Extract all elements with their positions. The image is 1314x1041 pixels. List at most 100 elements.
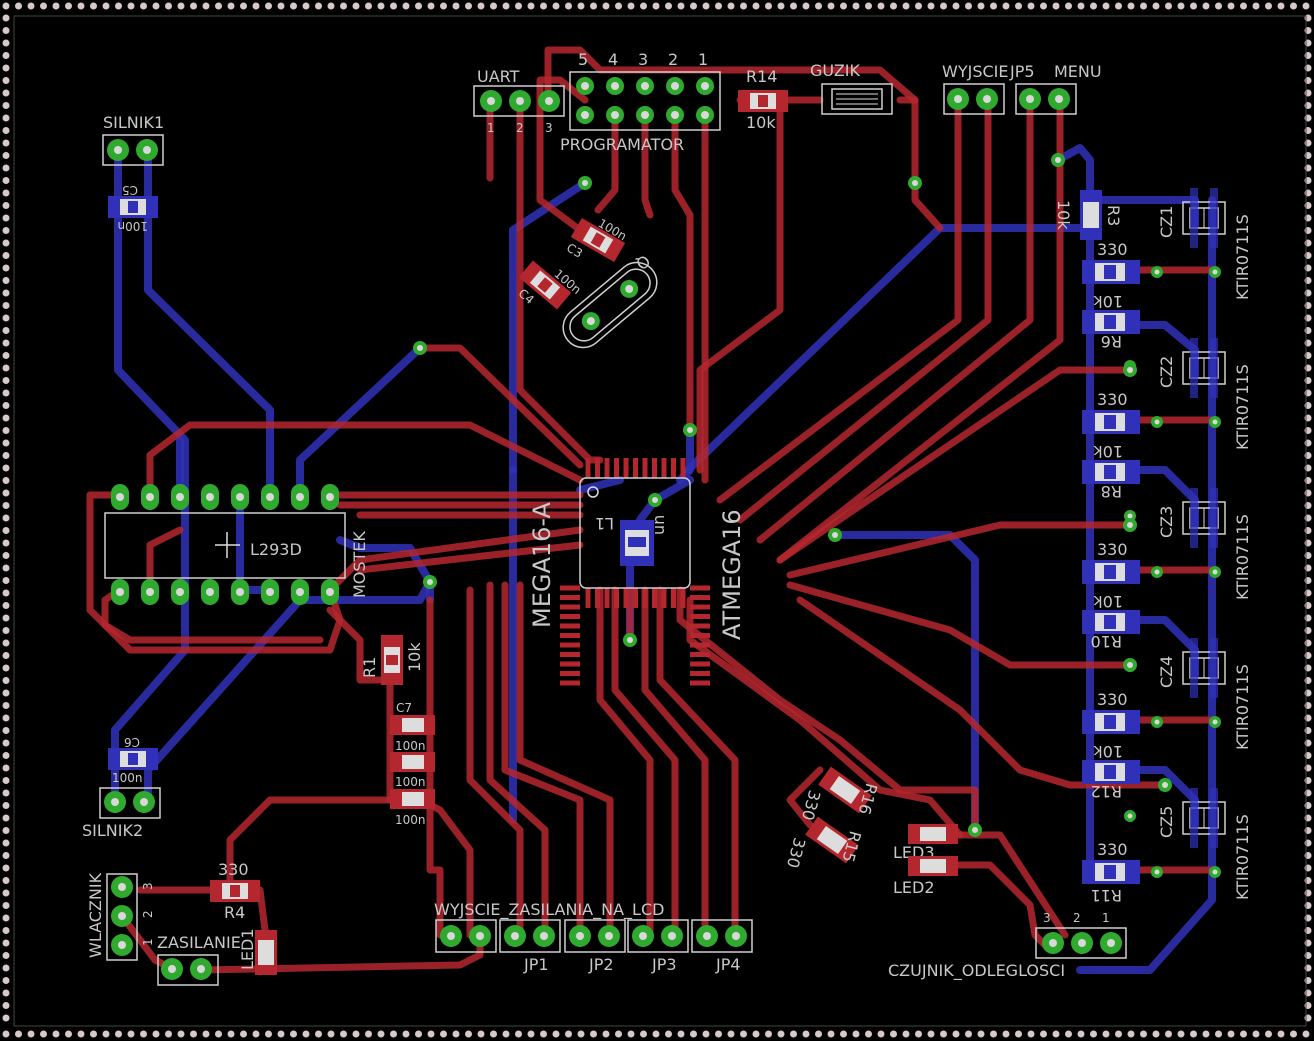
led1: LED1 bbox=[238, 928, 277, 975]
silnik1-connector: SILNIK1 bbox=[102, 113, 164, 166]
r1-resistor: R1 10k bbox=[360, 635, 424, 685]
r-sensor-label-1: R6 bbox=[1101, 332, 1122, 351]
wyjscie-zasilania-label: WYJSCIE_ZASILANIA_NA_LCD bbox=[434, 900, 664, 920]
r-sensor-label-4: R12 bbox=[1091, 782, 1122, 801]
cz5-label: CZ5 bbox=[1157, 806, 1176, 838]
c3-label: C3 bbox=[564, 241, 585, 261]
r10k-value-2: 10k bbox=[1093, 442, 1123, 461]
jp1-label: JP1 bbox=[523, 955, 549, 974]
wlacznik-pin-2: 2 bbox=[141, 910, 155, 918]
r1-value: 10k bbox=[405, 642, 424, 672]
c7-value-2: 100n bbox=[395, 775, 426, 789]
uart-label: UART bbox=[477, 67, 520, 86]
jp3-label: JP3 bbox=[651, 955, 677, 974]
r4-label: R4 bbox=[224, 903, 245, 922]
menu-label: MENU bbox=[1054, 62, 1102, 81]
r15-value: 330 bbox=[783, 836, 809, 870]
c3-capacitor: C3 100n bbox=[564, 216, 629, 263]
c7-value-3: 100n bbox=[395, 813, 426, 827]
r330-value-1: 330 bbox=[1097, 240, 1128, 259]
guzik-label: GUZIK bbox=[810, 61, 861, 80]
zasilanie-connector: ZASILANIE bbox=[157, 933, 241, 986]
czujnik-pin-3: 3 bbox=[1043, 911, 1051, 925]
czujnik-label: CZUJNIK_ODLEGLOSCI bbox=[888, 961, 1065, 981]
r330-value-2: 330 bbox=[1097, 390, 1128, 409]
l1-label: L1 bbox=[595, 514, 614, 533]
c6-capacitor: C6 100n bbox=[108, 735, 158, 785]
cz4-label: CZ4 bbox=[1157, 656, 1176, 688]
prog-pin-4: 4 bbox=[608, 50, 618, 69]
wlacznik-switch: WLACZNIK 3 2 1 bbox=[86, 872, 155, 961]
r10k-value-4: 10k bbox=[1093, 742, 1123, 761]
c5-label: C5 bbox=[122, 183, 138, 197]
r-sensor-label-3: R10 bbox=[1091, 632, 1122, 651]
c5-capacitor: C5 100n bbox=[108, 183, 158, 233]
silnik2-connector: SILNIK2 bbox=[82, 787, 161, 840]
bottom-traces bbox=[111, 144, 1216, 974]
q-label: Q bbox=[632, 251, 654, 274]
prog-pin-2: 2 bbox=[668, 50, 678, 69]
ktir-label-4: KTIR0711S bbox=[1233, 664, 1252, 750]
r3-resistor: 10k R3 bbox=[1054, 190, 1123, 240]
silnik1-label: SILNIK1 bbox=[103, 113, 164, 132]
ktir-label-2: KTIR0711S bbox=[1233, 364, 1252, 450]
c7-capacitors: C7 100n 100n 100n bbox=[390, 701, 435, 827]
c6-value: 100n bbox=[112, 771, 143, 785]
r1-label: R1 bbox=[360, 657, 379, 678]
r11-label: R11 bbox=[1091, 886, 1122, 905]
guzik-button: GUZIK bbox=[810, 61, 893, 115]
r14-label: R14 bbox=[746, 67, 777, 86]
l293d-chip: L293D MOSTEK bbox=[104, 484, 369, 605]
top-traces bbox=[86, 46, 1219, 974]
r3-label: R3 bbox=[1104, 205, 1123, 226]
l293d-label: L293D bbox=[250, 540, 302, 559]
c7-value-1: 100n bbox=[395, 739, 426, 753]
menu-connector: JP5 MENU bbox=[1009, 62, 1102, 115]
prog-pin-1: 1 bbox=[698, 50, 708, 69]
r14-resistor: R14 10k bbox=[738, 67, 788, 132]
cz2-label: CZ2 bbox=[1157, 356, 1176, 388]
r330-value-3: 330 bbox=[1097, 540, 1128, 559]
c7-label: C7 bbox=[396, 701, 412, 715]
l1-inductor: L1 un bbox=[595, 514, 668, 566]
czujnik-pin-2: 2 bbox=[1073, 911, 1081, 925]
programator-connector: 5 4 3 2 1 PROGRAMATOR bbox=[560, 50, 721, 154]
jp5-label: JP5 bbox=[1009, 62, 1035, 81]
ktir-label-5: KTIR0711S bbox=[1233, 814, 1252, 900]
ktir-label-1: KTIR0711S bbox=[1233, 214, 1252, 300]
uart-connector: UART 1 2 3 bbox=[473, 67, 565, 135]
wyjscie-connector: WYJSCIE bbox=[942, 62, 1008, 115]
r3-value: 10k bbox=[1054, 200, 1073, 230]
vias bbox=[413, 153, 1172, 837]
mega16a-label: MEGA16-A bbox=[528, 501, 556, 628]
atmega16-chip: MEGA16-A ATMEGA16 bbox=[528, 458, 746, 686]
r330-value-4: 330 bbox=[1097, 690, 1128, 709]
prog-pin-5: 5 bbox=[578, 50, 588, 69]
r-sensor-label-2: R8 bbox=[1101, 482, 1122, 501]
c5-value: 100n bbox=[117, 219, 148, 233]
wlacznik-pin-3: 3 bbox=[141, 882, 155, 890]
r10k-value-1: 10k bbox=[1093, 292, 1123, 311]
uart-pin-3: 3 bbox=[545, 121, 553, 135]
ktir-label-3: KTIR0711S bbox=[1233, 514, 1252, 600]
lcd-power-connectors: WYJSCIE_ZASILANIA_NA_LCD JP1 JP2 JP3 JP4 bbox=[434, 900, 753, 974]
uart-pin-1: 1 bbox=[487, 121, 495, 135]
r16-resistor: R16 330 bbox=[798, 766, 881, 822]
r4-resistor: 330 R4 bbox=[210, 860, 260, 922]
r10k-value-3: 10k bbox=[1093, 592, 1123, 611]
uart-pin-2: 2 bbox=[516, 121, 524, 135]
r16-value: 330 bbox=[798, 788, 824, 822]
zasilanie-label: ZASILANIE bbox=[157, 933, 241, 952]
led1-label: LED1 bbox=[238, 928, 257, 970]
wlacznik-label: WLACZNIK bbox=[86, 872, 105, 958]
mostek-label: MOSTEK bbox=[350, 531, 369, 598]
cz3-label: CZ3 bbox=[1157, 506, 1176, 538]
led2-label: LED2 bbox=[893, 878, 935, 897]
